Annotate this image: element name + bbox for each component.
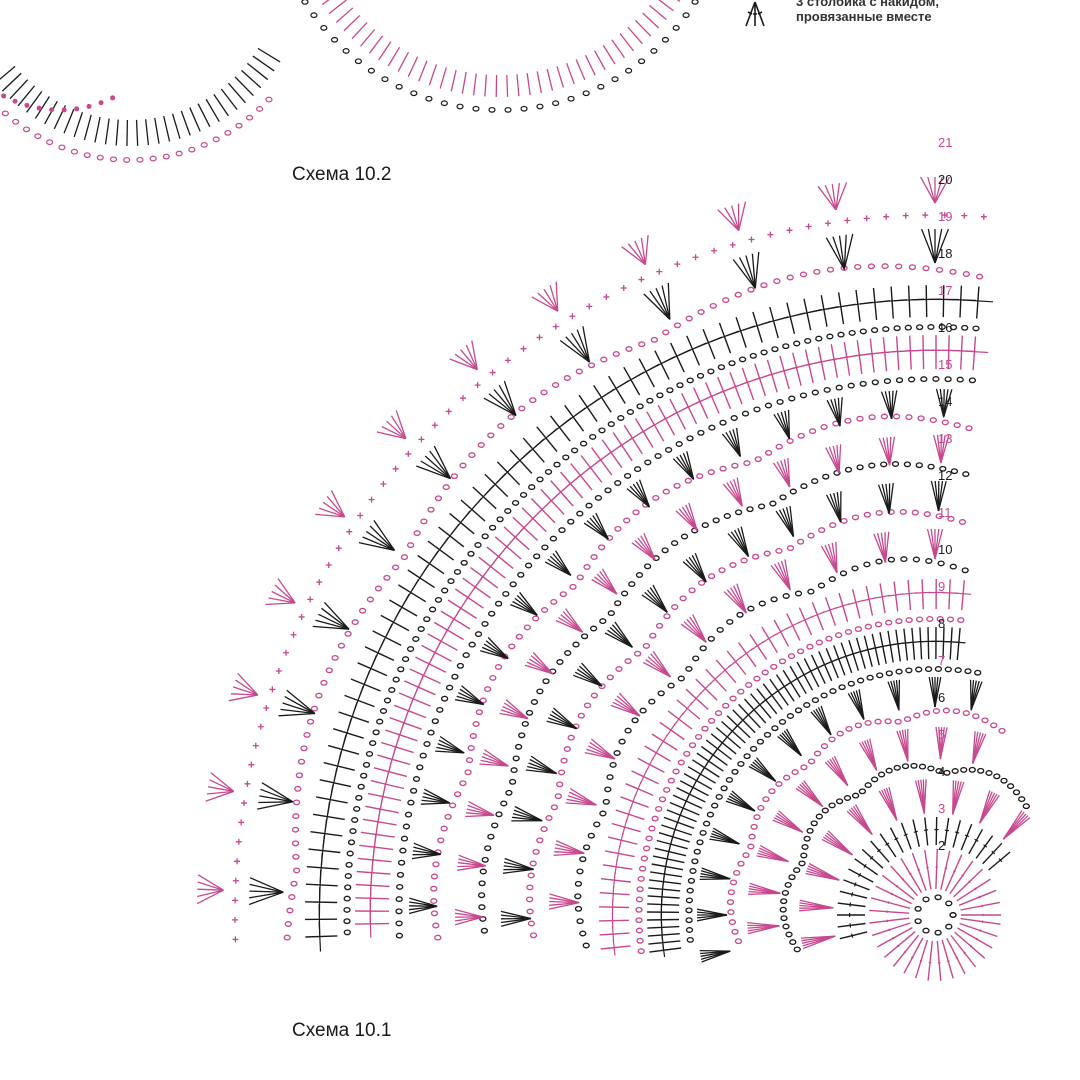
row-number: 4 — [938, 764, 945, 779]
row-number: 16 — [938, 320, 952, 335]
row-number: 11 — [938, 505, 952, 520]
row-number: 19 — [938, 209, 952, 224]
row-number: 14 — [938, 394, 952, 409]
row-numbers: 2 3 4 5 6 7 8 9 10 11 12 13 14 15 16 17 18 19 20 21 — [938, 135, 952, 853]
scheme-10-1-label: Схема 10.1 — [292, 1020, 392, 1041]
page-edge — [1034, 0, 1080, 1080]
row-number: 5 — [938, 727, 945, 742]
legend-text: 3 столбика с накидом, провязанные вместе — [796, 0, 939, 24]
row-number: 21 — [938, 135, 952, 150]
row-number: 6 — [938, 690, 945, 705]
row-number: 3 — [938, 801, 945, 816]
row-number: 12 — [938, 468, 952, 483]
row-number: 20 — [938, 172, 952, 187]
legend-line-2: провязанные вместе — [796, 9, 932, 24]
row-number: 15 — [938, 357, 952, 372]
row-number: 18 — [938, 246, 952, 261]
row-number: 7 — [938, 653, 945, 668]
legend-line-1: 3 столбика с накидом, — [796, 0, 940, 9]
stitch-rings — [196, 176, 1031, 981]
row-number: 9 — [938, 579, 945, 594]
row-number: 10 — [938, 542, 952, 557]
row-number: 2 — [938, 838, 945, 853]
three-dc-together-symbol — [745, 1, 765, 27]
scheme-10-2-fragment — [0, 0, 699, 163]
row-number: 13 — [938, 431, 952, 446]
row-number: 8 — [938, 616, 945, 631]
scheme-10-2-label: Схема 10.2 — [292, 164, 392, 185]
row-number: 17 — [938, 283, 952, 298]
